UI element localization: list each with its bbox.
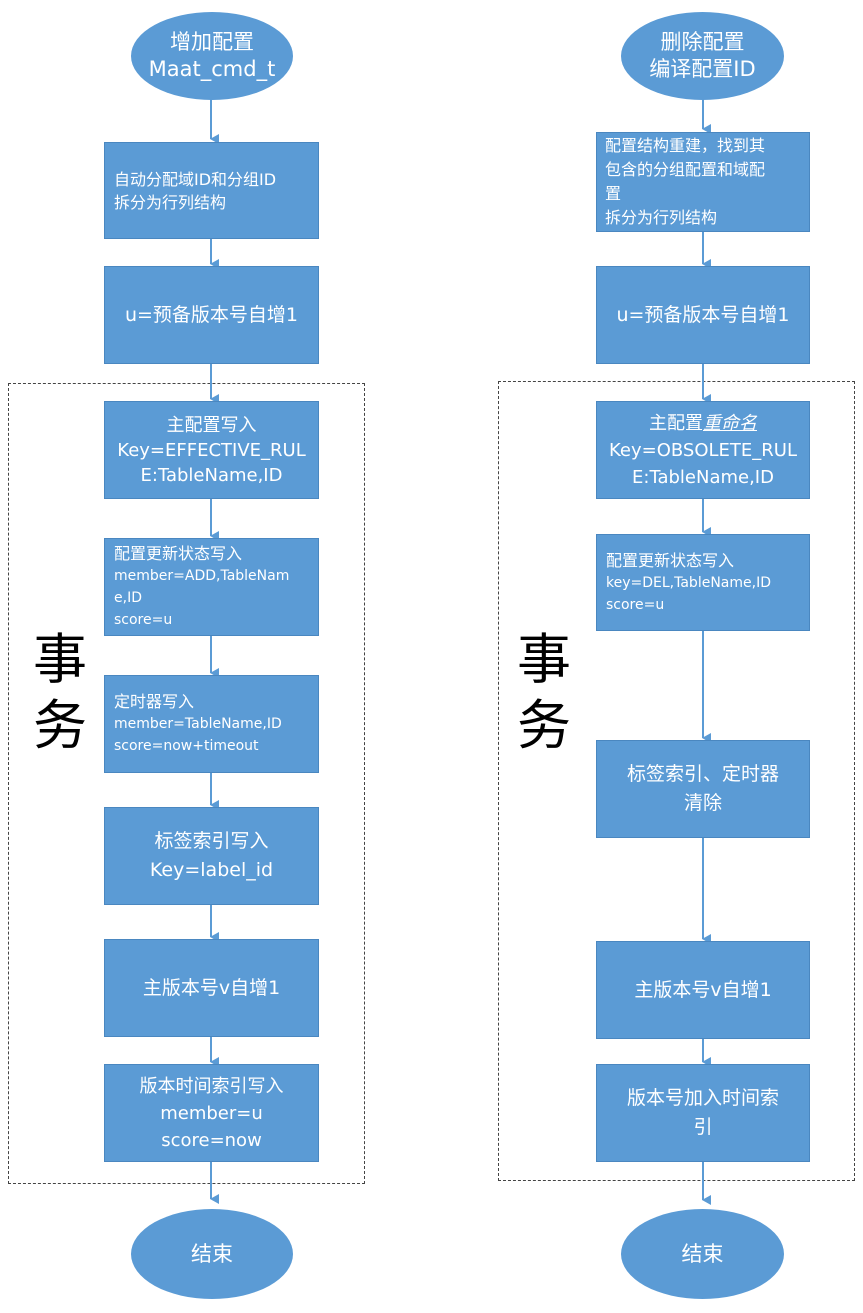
right-time-index-add: 版本号加入时间索 引 xyxy=(596,1064,810,1162)
left-main-config-write: 主配置写入 Key=EFFECTIVE_RUL E:TableName,ID xyxy=(104,401,319,499)
left-timer-write: 定时器写入 member=TableName,ID score=now+time… xyxy=(104,675,319,773)
right-transaction-label: 事 务 xyxy=(517,628,571,757)
left-transaction-box xyxy=(8,383,365,1184)
left-time-index-write: 版本时间索引写入 member=u score=now xyxy=(104,1064,319,1162)
right-version-step: u=预备版本号自增1 xyxy=(596,266,810,364)
left-main-version-increment: 主版本号v自增1 xyxy=(104,939,319,1037)
right-main-version-increment: 主版本号v自增1 xyxy=(596,941,810,1039)
right-start-node: 删除配置 编译配置ID xyxy=(621,12,784,100)
left-version-step: u=预备版本号自增1 xyxy=(104,266,319,364)
left-end-node: 结束 xyxy=(131,1209,293,1299)
left-split-step: 自动分配域ID和分组ID 拆分为行列结构 xyxy=(104,142,319,239)
right-main-config-rename: 主配置重命名 Key=OBSOLETE_RUL E:TableName,ID xyxy=(596,401,810,499)
left-transaction-label: 事 务 xyxy=(33,628,87,757)
left-start-node: 增加配置 Maat_cmd_t xyxy=(131,12,293,100)
left-label-index-write: 标签索引写入 Key=label_id xyxy=(104,807,319,905)
right-end-node: 结束 xyxy=(621,1209,784,1299)
right-cleanup-step: 标签索引、定时器 清除 xyxy=(596,740,810,838)
left-status-write: 配置更新状态写入 member=ADD,TableNam e,ID score=… xyxy=(104,538,319,636)
right-transaction-box xyxy=(498,381,855,1181)
right-rebuild-step: 配置结构重建，找到其 包含的分组配置和域配 置 拆分为行列结构 xyxy=(596,132,810,232)
right-status-write: 配置更新状态写入 key=DEL,TableName,ID score=u xyxy=(596,534,810,631)
